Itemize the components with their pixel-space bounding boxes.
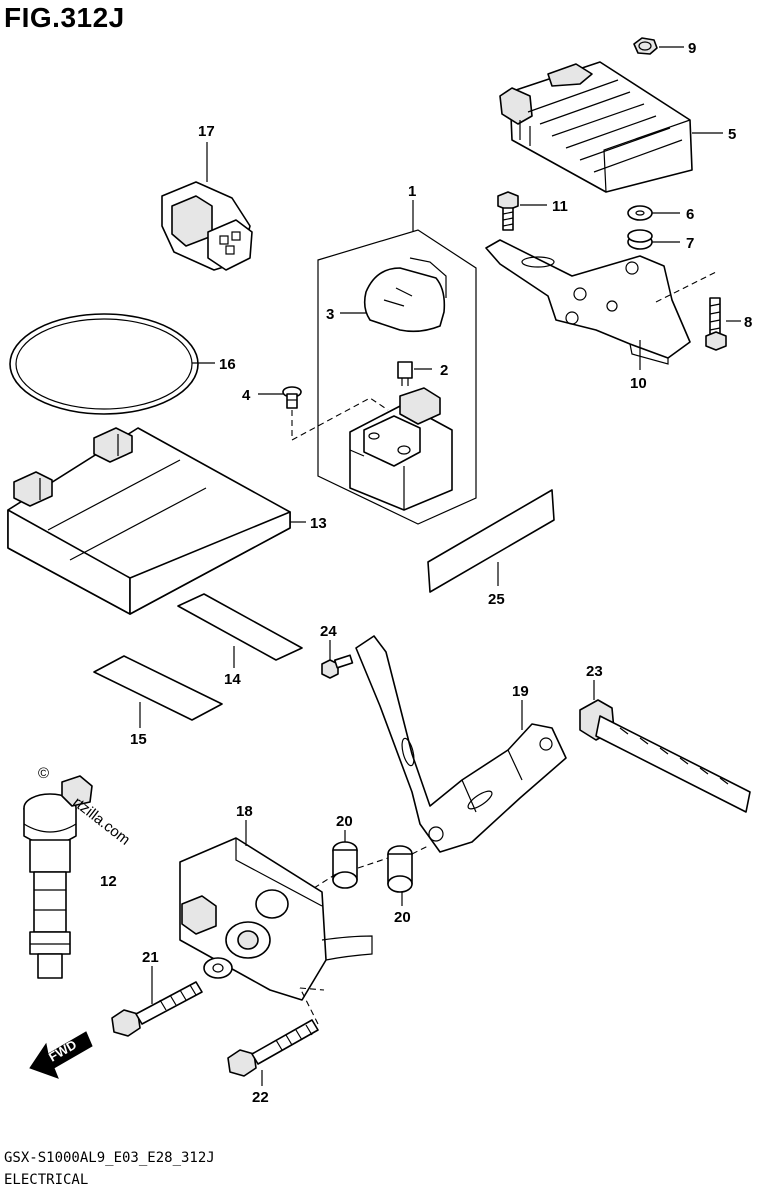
part-19-bracket[interactable] <box>355 635 567 853</box>
part-16-oring[interactable] <box>9 313 199 415</box>
part-6-washer[interactable] <box>627 205 653 221</box>
part-1-assembly-outline <box>317 229 477 525</box>
part-12-ignition-coil[interactable] <box>23 775 93 979</box>
callout-1: 1 <box>408 183 416 200</box>
part-20-collar-a[interactable] <box>332 841 358 889</box>
callout-16: 16 <box>219 356 236 373</box>
part-9-nut[interactable] <box>633 37 658 55</box>
callout-10: 10 <box>630 375 647 392</box>
callout-9: 9 <box>688 40 696 57</box>
part-20-collar-b[interactable] <box>387 845 413 893</box>
part-3-relay-cover[interactable] <box>363 257 447 333</box>
part-5-regulator[interactable] <box>499 61 693 193</box>
part-11-bolt[interactable] <box>497 191 519 231</box>
part-17-connector[interactable] <box>161 181 253 271</box>
callout-21: 21 <box>142 949 159 966</box>
part-24-bolt[interactable] <box>321 654 354 679</box>
callout-17: 17 <box>198 123 215 140</box>
part-22-bolt[interactable] <box>227 1019 319 1077</box>
watermark-copyright: © <box>38 765 49 782</box>
callout-23: 23 <box>586 663 603 680</box>
part-23-cable-tie[interactable] <box>579 680 751 813</box>
callout-20b: 20 <box>394 909 411 926</box>
section-title: ELECTRICAL <box>4 1172 89 1188</box>
callout-19: 19 <box>512 683 529 700</box>
model-code: GSX-S1000AL9_E03_E28_312J <box>4 1150 215 1166</box>
part-10-bracket[interactable] <box>485 239 691 365</box>
part-2-fuse[interactable] <box>397 361 413 386</box>
callout-6: 6 <box>686 206 694 223</box>
callout-4: 4 <box>242 387 251 404</box>
part-13-ecm[interactable] <box>7 427 291 615</box>
part-21-bolt[interactable] <box>111 981 203 1037</box>
watermark-text: rtzilla.com <box>70 794 134 849</box>
callout-14: 14 <box>224 671 241 688</box>
part-15-label[interactable] <box>93 655 223 721</box>
callout-13: 13 <box>310 515 327 532</box>
callout-18: 18 <box>236 803 253 820</box>
callout-25: 25 <box>488 591 505 608</box>
part-18-sensor[interactable] <box>179 837 373 1001</box>
callout-3: 3 <box>326 306 334 323</box>
part-25-label[interactable] <box>427 489 555 593</box>
part-4-screw[interactable] <box>282 386 302 409</box>
callout-7: 7 <box>686 235 694 252</box>
figure-title: FIG.312J <box>4 2 125 33</box>
callout-20a: 20 <box>336 813 353 830</box>
fwd-direction-arrow: FWD <box>29 1031 93 1079</box>
part-8-bolt[interactable] <box>705 297 727 351</box>
callout-8: 8 <box>744 314 752 331</box>
callout-15: 15 <box>130 731 147 748</box>
callout-11: 11 <box>552 198 568 215</box>
callout-2: 2 <box>440 362 448 379</box>
callout-5: 5 <box>728 126 736 143</box>
part-14-label[interactable] <box>177 593 303 661</box>
starter-relay-body[interactable] <box>349 387 453 511</box>
callout-24: 24 <box>320 623 337 640</box>
callout-12: 12 <box>100 873 117 890</box>
part-7-grommet[interactable] <box>627 229 653 250</box>
callout-22: 22 <box>252 1089 269 1106</box>
